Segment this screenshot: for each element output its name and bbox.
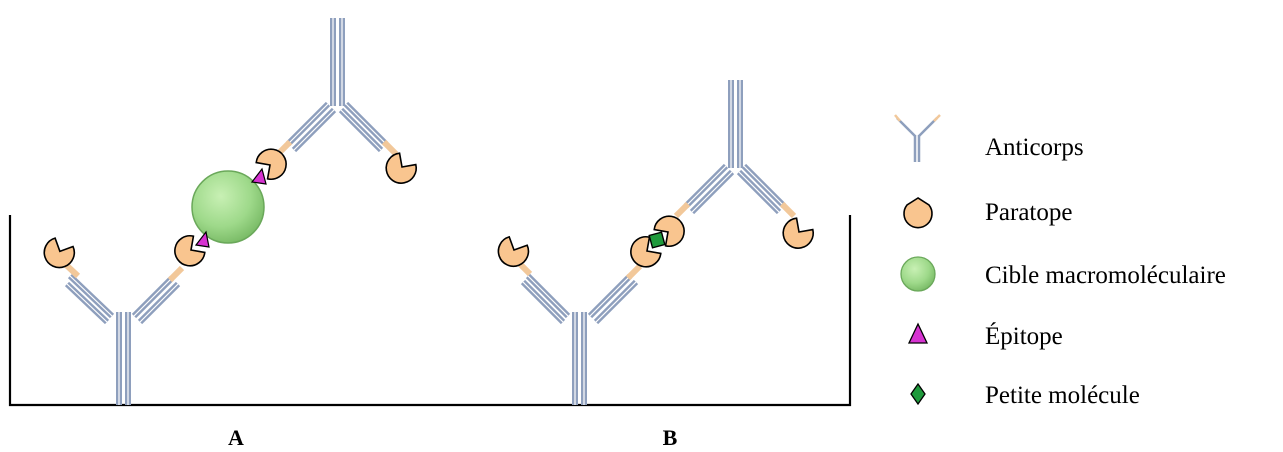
paratope-a-top-right <box>385 152 418 184</box>
panel-b <box>497 80 815 405</box>
antibody-b-bottom <box>515 259 643 405</box>
legend-label-epitope: Épitope <box>985 322 1063 350</box>
paratope-b-upper <box>653 215 685 248</box>
antibody-a-top <box>275 18 399 157</box>
epitope-a-lower <box>194 230 210 248</box>
paratope-b-lower <box>630 235 662 268</box>
paratope-icon <box>903 197 933 229</box>
antibody-b-top <box>673 80 797 219</box>
legend-label-cible: Cible macromoléculaire <box>985 262 1226 289</box>
panel-label-a: A <box>228 425 244 450</box>
paratope-a-top-left <box>255 148 287 181</box>
paratope-a-left <box>43 237 76 269</box>
paratope-b-top-right <box>782 217 815 249</box>
macromolecular-target-icon <box>900 256 936 292</box>
macromolecular-target <box>191 170 265 244</box>
legend-label-anticorps: Anticorps <box>985 134 1084 161</box>
legend: Anticorps Paratope Cible macromoléculair… <box>894 114 1226 409</box>
epitope-icon <box>907 322 929 344</box>
epitope-a-upper <box>250 167 267 185</box>
legend-label-petite-molecule: Petite molécule <box>985 382 1140 409</box>
paratope-b-left <box>497 235 530 267</box>
small-molecule-icon <box>910 382 926 406</box>
paratope-a-right <box>174 234 206 267</box>
legend-label-paratope: Paratope <box>985 199 1072 226</box>
panel-a <box>43 18 418 405</box>
antibody-icon <box>894 114 941 162</box>
well-outline <box>8 215 852 407</box>
antibody-a-bottom <box>61 260 185 405</box>
panel-label-b: B <box>663 425 678 450</box>
small-molecule <box>648 231 666 249</box>
